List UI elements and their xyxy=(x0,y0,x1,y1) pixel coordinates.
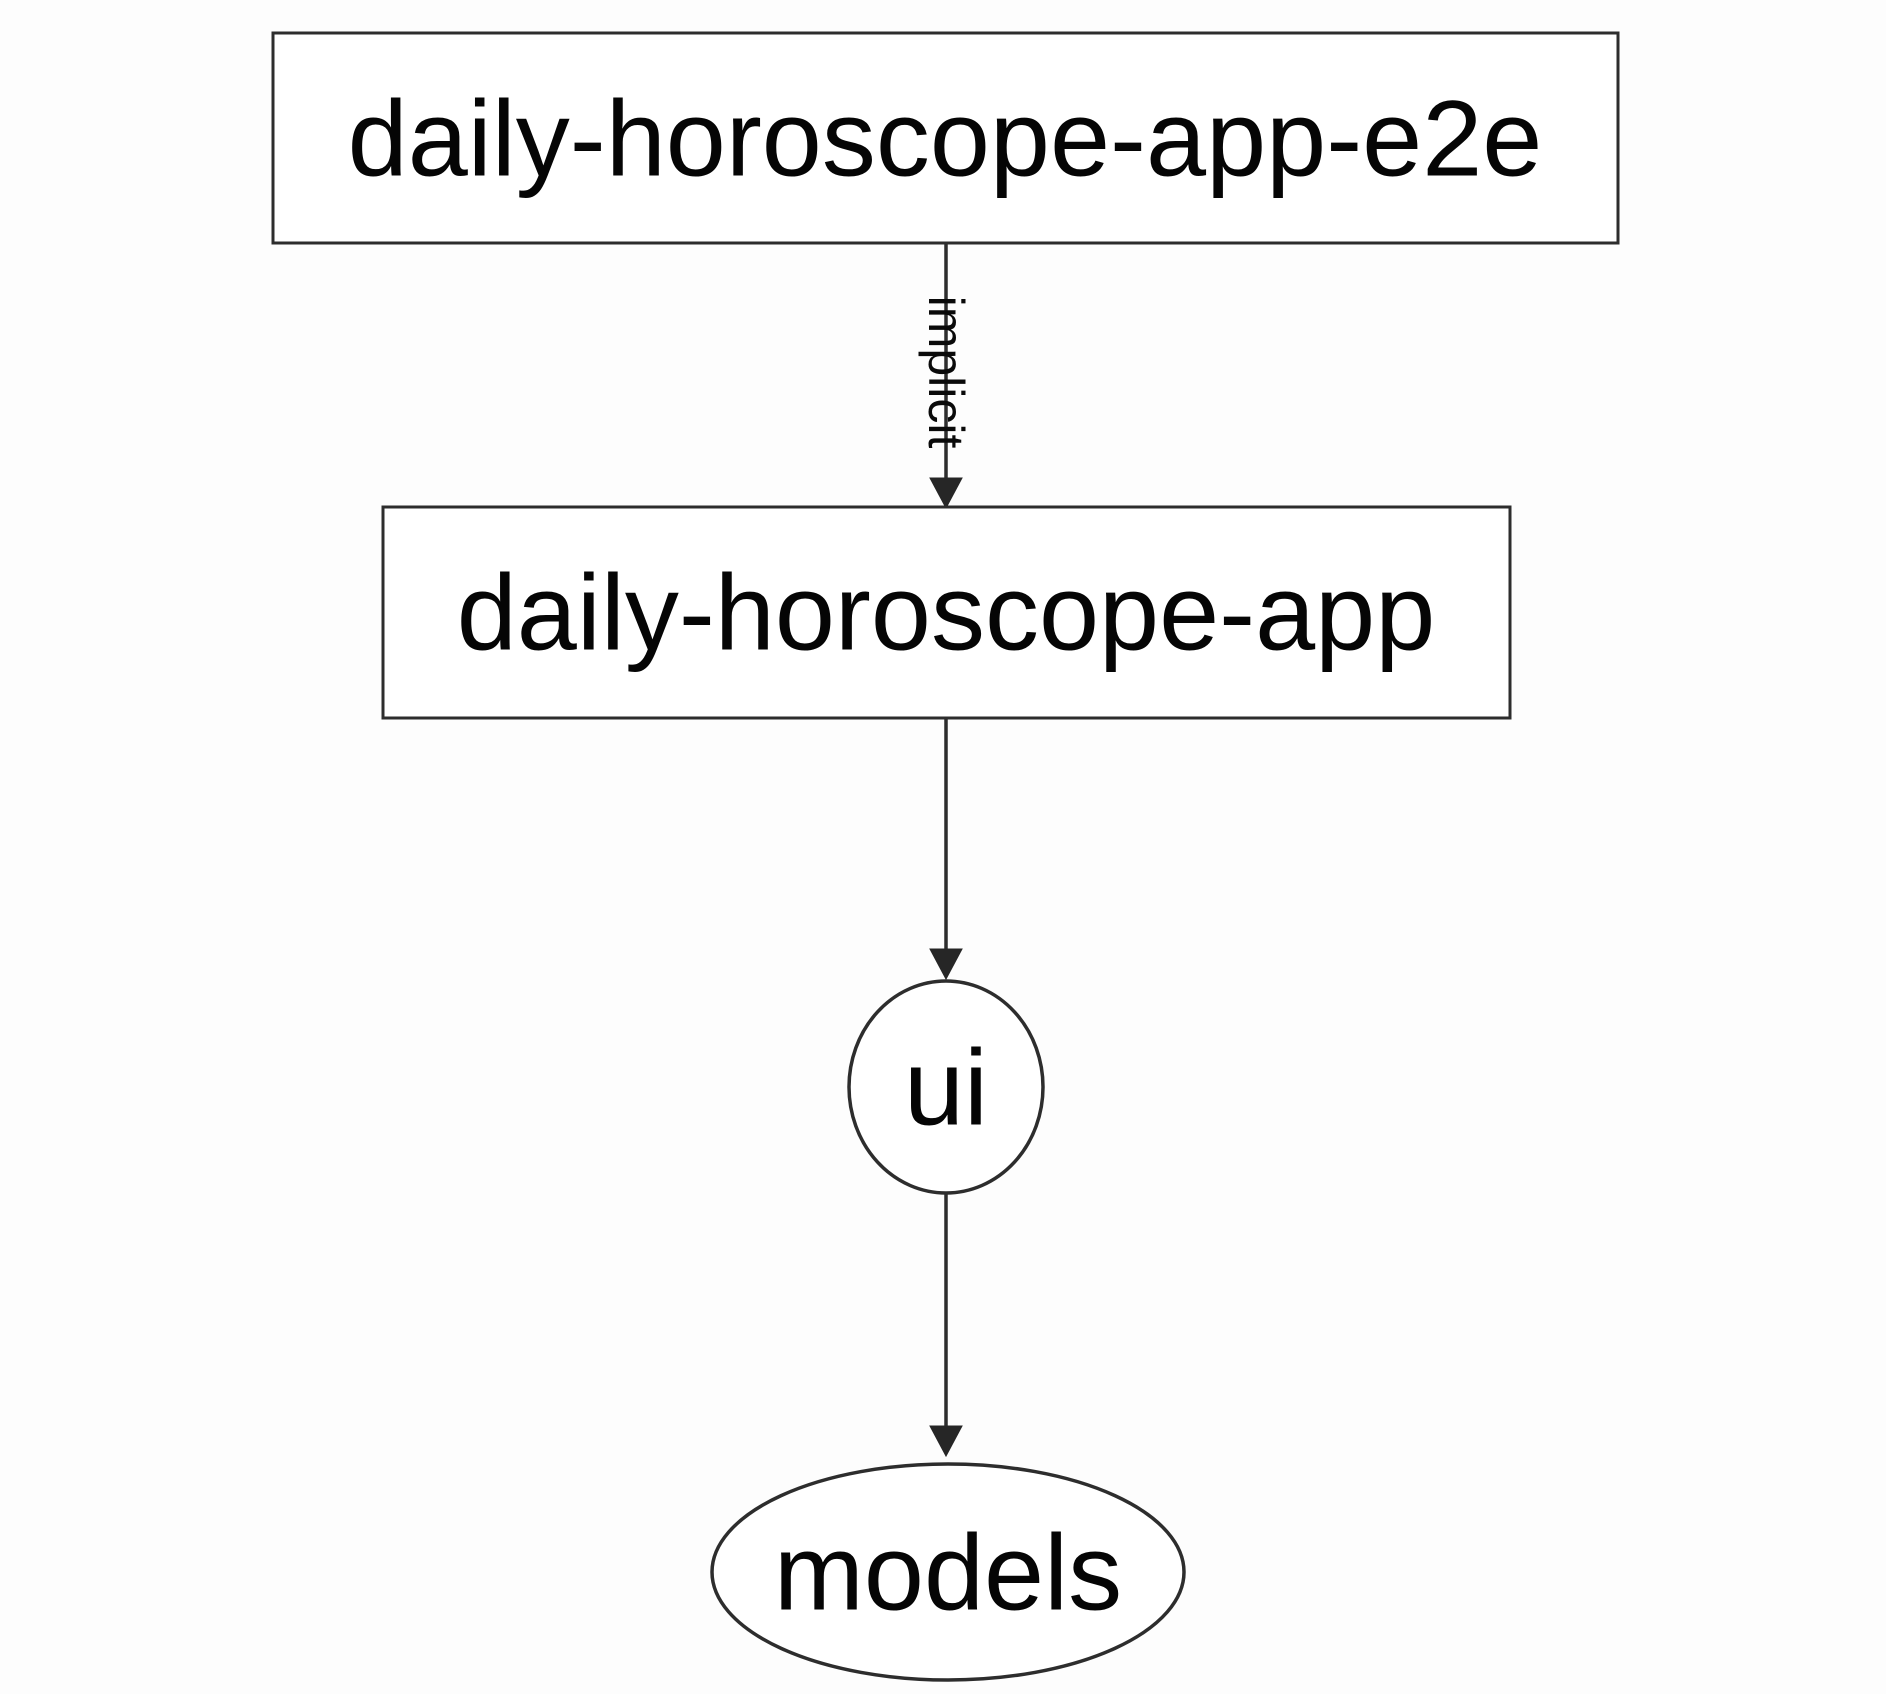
node-daily-horoscope-app-e2e[interactable]: daily-horoscope-app-e2e xyxy=(271,31,1620,245)
edge-label-implicit: implicit xyxy=(918,296,974,449)
node-ellipse-ui[interactable] xyxy=(847,979,1045,1195)
edge-e2e-to-app: implicit xyxy=(918,243,974,510)
edge-ui-to-models xyxy=(929,1193,963,1458)
node-label-ui: ui xyxy=(904,1027,988,1148)
node-daily-horoscope-app[interactable]: daily-horoscope-app xyxy=(381,505,1512,720)
node-ui[interactable]: ui xyxy=(847,979,1045,1195)
arrowhead-e2e-to-app xyxy=(929,477,963,510)
node-label-models: models xyxy=(774,1512,1122,1633)
node-ellipse-models[interactable] xyxy=(710,1462,1186,1682)
node-label-daily-horoscope-app: daily-horoscope-app xyxy=(457,552,1436,673)
node-rect-daily-horoscope-app-e2e[interactable] xyxy=(271,31,1620,245)
arrowhead-ui-to-models xyxy=(929,1425,963,1458)
edge-app-to-ui xyxy=(929,718,963,981)
node-models[interactable]: models xyxy=(710,1462,1186,1682)
node-label-daily-horoscope-app-e2e: daily-horoscope-app-e2e xyxy=(348,78,1543,199)
node-rect-daily-horoscope-app[interactable] xyxy=(381,505,1512,720)
arrowhead-app-to-ui xyxy=(929,948,963,981)
